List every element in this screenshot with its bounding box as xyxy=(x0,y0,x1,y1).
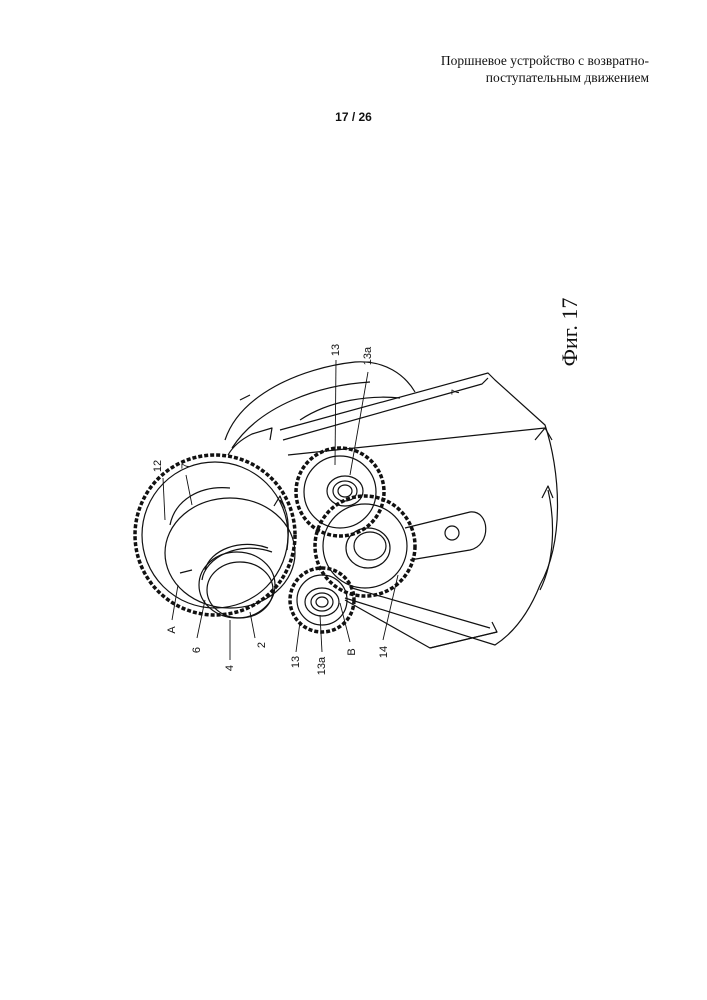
label-13-top: 13 xyxy=(330,344,342,356)
drive-gear-12 xyxy=(135,455,295,615)
label-13a-top: 13a xyxy=(362,346,374,365)
label-12: 12 xyxy=(152,460,164,472)
idler-gear-13-top xyxy=(296,448,384,536)
lever-bracket xyxy=(405,512,486,560)
label-A: A xyxy=(166,626,178,634)
label-6: 6 xyxy=(191,647,203,653)
rear-housing xyxy=(225,362,415,455)
label-7-plate: 7 xyxy=(450,389,462,395)
label-4: 4 xyxy=(224,665,236,671)
figure-caption: Фиг. 17 xyxy=(557,298,582,367)
label-B: B xyxy=(346,648,358,655)
label-2: 2 xyxy=(256,642,268,648)
label-7-gear: 7 xyxy=(180,463,192,469)
label-13-bottom: 13 xyxy=(290,656,302,668)
label-13a-bottom: 13a xyxy=(316,656,328,675)
label-14: 14 xyxy=(378,646,390,658)
center-gear-14 xyxy=(315,496,415,596)
